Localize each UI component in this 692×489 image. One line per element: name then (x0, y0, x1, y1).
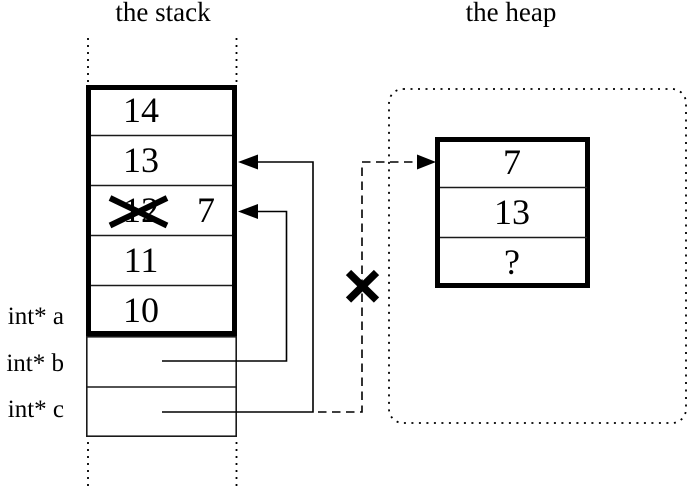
stack-cell-value-crossed-out: 12 (123, 190, 159, 230)
pointer-c-arrowhead-icon (238, 154, 258, 170)
stack-cell-value: 14 (123, 90, 159, 130)
heap-object-box (435, 137, 590, 288)
stack-cell-value: 13 (123, 140, 159, 180)
pointer-b-arrowhead-icon (238, 204, 258, 219)
pointer-label-c: int* c (7, 396, 64, 423)
stack-cell-replacement-value: 7 (197, 190, 215, 230)
pointer-b-line (162, 210, 288, 362)
pointer-label-a: int* a (7, 303, 64, 330)
dangling-pointer-arrowhead-icon (417, 154, 436, 170)
pointer-label-b: int* b (6, 350, 64, 377)
heap-cell-value: ? (504, 242, 520, 282)
heap-cell-value: 7 (503, 142, 521, 182)
stack-cell-value: 10 (123, 290, 159, 330)
heap-cell-value: 13 (494, 192, 530, 232)
stack-title: the stack (115, 0, 211, 27)
stack-cell-value: 11 (123, 240, 159, 280)
heap-title: the heap (465, 0, 557, 27)
value-12-cross-out-icon (108, 195, 169, 229)
broken-link-cross-icon (345, 269, 380, 303)
pointer-c-line (162, 161, 314, 413)
heap-region-dotted-border (388, 88, 687, 424)
stack-frame-box (86, 85, 237, 336)
